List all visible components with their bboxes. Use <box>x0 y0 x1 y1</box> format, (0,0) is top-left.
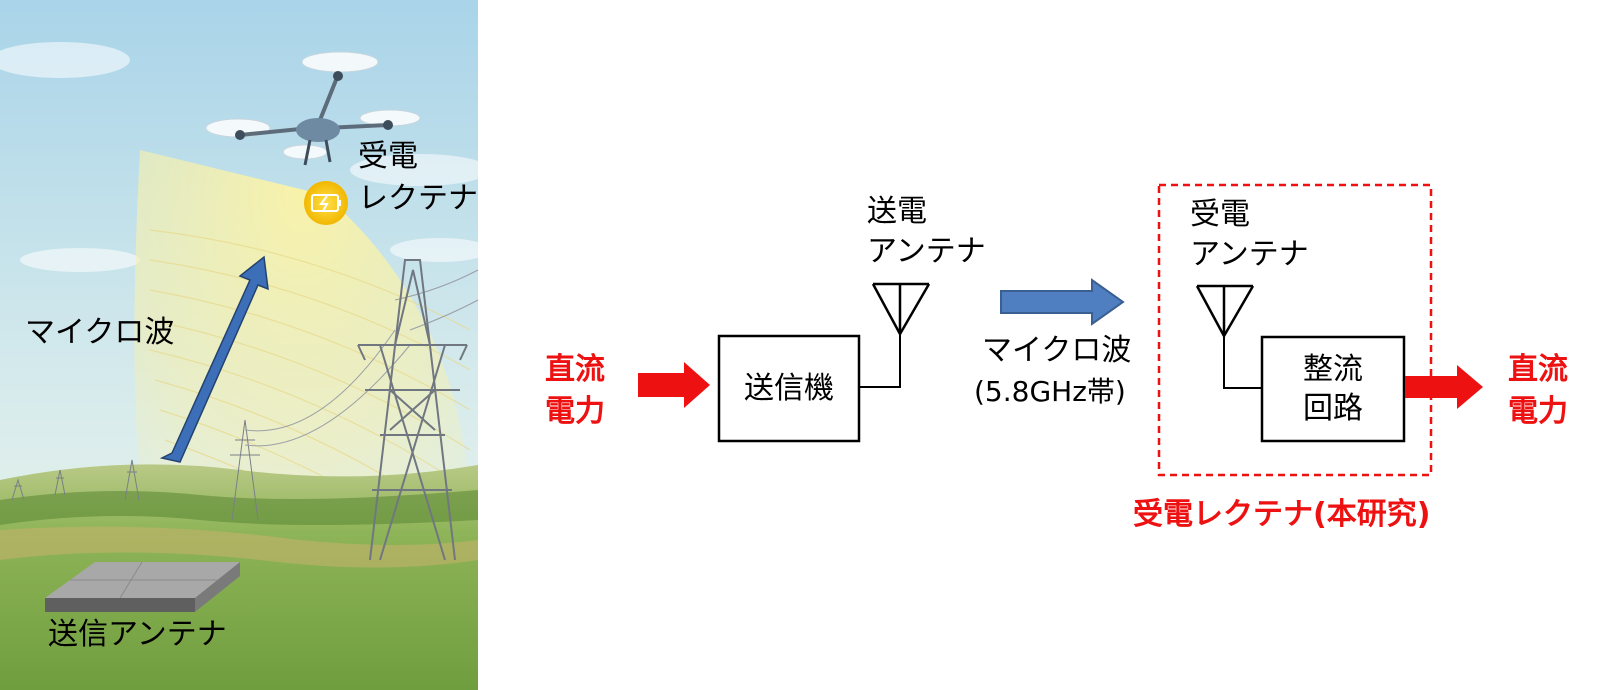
rectifier-label-line2: 回路 <box>1303 391 1363 426</box>
power-lines <box>244 269 479 447</box>
drone <box>205 51 421 166</box>
transmitter-antenna-label: 送信アンテナ <box>48 617 227 652</box>
dc-input-label-line1: 直流 <box>545 352 605 387</box>
microwave-arrow <box>159 255 269 463</box>
transmitter-box-label: 送信機 <box>744 370 834 406</box>
microwave-transfer-arrow <box>1000 278 1125 326</box>
microwave-label: マイクロ波 <box>25 315 175 350</box>
receiver-rectenna-label-line2: レクテナ <box>358 181 478 216</box>
rectifier-box-label-wrap: 整流 回路 <box>1262 337 1404 441</box>
microwave-frequency-label: (5.8GHz帯) <box>974 375 1126 408</box>
power-pylon <box>357 259 468 561</box>
microwave-label-line1: マイクロ波 <box>982 333 1132 368</box>
illustration-panel <box>0 0 490 690</box>
rectenna-battery-icon <box>304 181 348 225</box>
transmitter-box-label-wrap: 送信機 <box>719 336 859 441</box>
rx-antenna-feed-line <box>1223 336 1262 389</box>
distant-pylons <box>11 419 260 521</box>
tx-antenna-label-line2: アンテナ <box>867 234 986 269</box>
dc-input-arrow <box>638 362 710 408</box>
tx-antenna-feed-line <box>859 334 901 388</box>
dc-output-label-line1: 直流 <box>1508 352 1568 387</box>
clouds <box>0 42 490 272</box>
dc-input-label-line2: 電力 <box>545 394 605 429</box>
transmitter-antenna-panel <box>45 561 240 612</box>
rx-antenna-label-line2: アンテナ <box>1190 237 1309 272</box>
rx-antenna-label-line1: 受電 <box>1190 197 1250 232</box>
field-band <box>0 526 478 568</box>
transmit-antenna-icon <box>871 282 931 335</box>
tree-line <box>0 490 478 525</box>
receiver-rectenna-label-line1: 受電 <box>358 139 418 174</box>
tx-antenna-label-line1: 送電 <box>867 194 927 229</box>
receive-antenna-icon <box>1195 284 1255 337</box>
rectifier-label-line1: 整流 <box>1303 352 1363 387</box>
rectenna-caption: 受電レクテナ(本研究) <box>1133 497 1431 532</box>
dc-output-arrow <box>1405 365 1483 409</box>
dc-output-label-line2: 電力 <box>1508 394 1568 429</box>
